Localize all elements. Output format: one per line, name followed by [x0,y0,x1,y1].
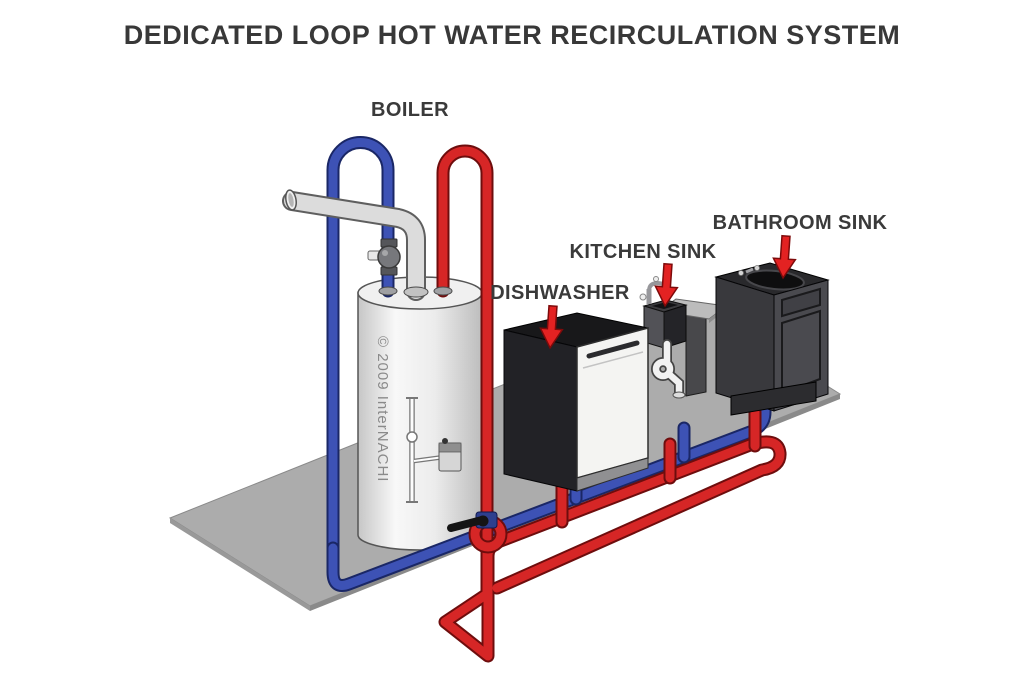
dishwasher [503,312,649,492]
kitchen-cabinet-panel [685,307,707,397]
vanity-door [781,309,821,395]
copyright-watermark: © 2009 InterNACHI [374,336,391,483]
sink-p-trap [651,339,686,399]
water-heater-tank [357,276,483,551]
drain-valve [447,511,498,532]
vanity-drawer [781,287,821,318]
hot-water-risers [555,405,762,529]
bathroom-sink-basin [745,269,805,291]
drain-valve-handle [447,516,486,532]
bathroom-sink-label: BATHROOM SINK [712,212,888,234]
pointer-arrows [539,234,797,350]
cold-water-main-pipe [326,389,772,592]
tank-gauge-tube [406,397,462,503]
bathroom-faucet [738,265,760,276]
dishwasher-label: DISHWASHER [490,282,630,304]
bathroom-sink-vanity [714,262,830,416]
boiler-label: BOILER [371,99,449,121]
cold-water-loop-pipe [326,136,395,563]
dishwasher-handle [586,340,640,359]
dishwasher-arrow-icon [539,304,564,350]
tank-top-fittings [378,286,453,298]
kitchen-sink [639,276,728,399]
ball-valve [367,238,401,276]
bathroom-sink-arrow-icon [772,234,797,280]
kitchen-sink-arrow-icon [654,262,679,308]
kitchen-sink-label: KITCHEN SINK [569,241,717,263]
page-title: DEDICATED LOOP HOT WATER RECIRCULATION S… [123,20,901,50]
kitchen-faucet [639,276,667,304]
flue-vent-pipe [282,189,426,301]
